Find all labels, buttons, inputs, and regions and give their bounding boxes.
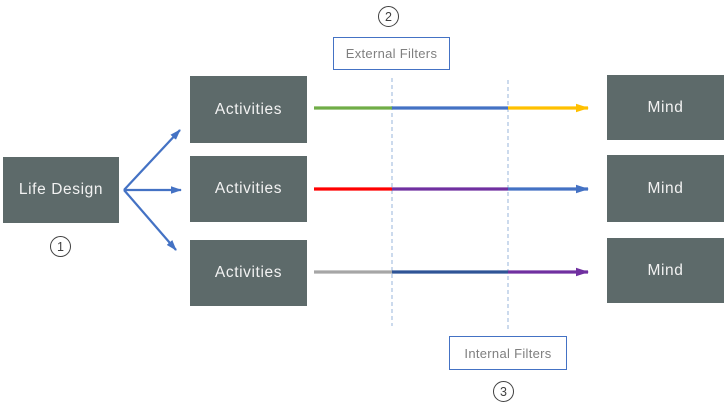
external-filters-box: External Filters	[333, 37, 450, 70]
branch-arrow-top	[123, 129, 181, 191]
activities-label-2: Activities	[214, 180, 283, 197]
life-design-box: Life Design	[3, 157, 119, 223]
step-circle-1: 1	[50, 236, 71, 257]
activities-label-1: Activities	[214, 100, 283, 118]
internal-filters-label: Internal Filters	[464, 345, 552, 361]
mind-box-3: Mind	[607, 238, 724, 303]
branch-arrow-bottom	[123, 189, 177, 251]
step-circle-3: 3	[493, 381, 514, 402]
mind-label-3: Mind	[647, 261, 684, 279]
mind-label-1: Mind	[647, 98, 684, 116]
external-filters-label: External Filters	[345, 46, 438, 61]
step-circle-2: 2	[378, 6, 399, 27]
mind-box-2: Mind	[607, 155, 724, 222]
internal-filters-box: Internal Filters	[449, 336, 567, 370]
life-design-label: Life Design	[18, 181, 104, 198]
activities-box-1: Activities	[190, 76, 307, 143]
activities-label-3: Activities	[214, 264, 283, 281]
activities-box-3: Activities	[190, 240, 307, 306]
mind-label-2: Mind	[647, 179, 684, 197]
activities-box-2: Activities	[190, 156, 307, 222]
mind-box-1: Mind	[607, 75, 724, 140]
